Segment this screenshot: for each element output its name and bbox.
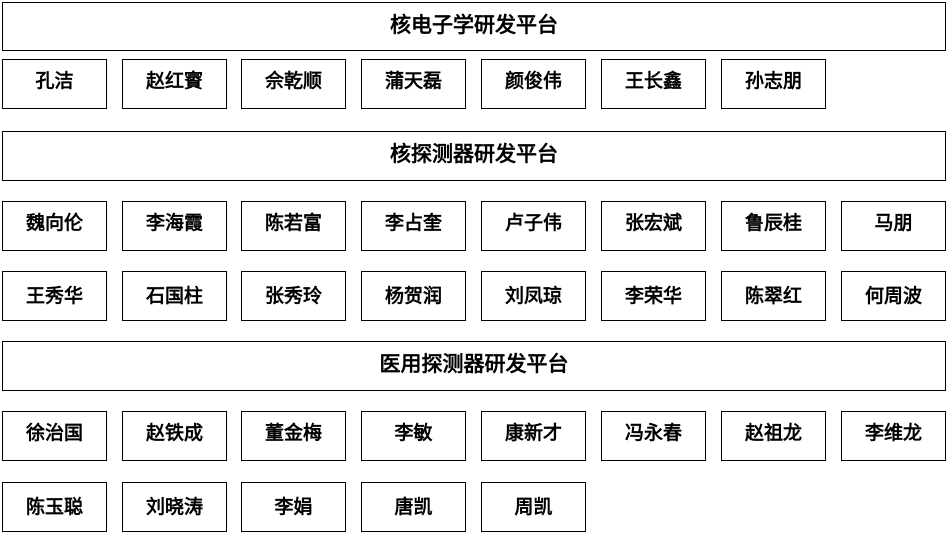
member-box: 张宏斌 — [601, 201, 706, 251]
member-box: 董金梅 — [241, 411, 346, 461]
member-box: 赵祖龙 — [721, 411, 826, 461]
member-box: 李荣华 — [601, 271, 706, 321]
group-title: 核电子学研发平台 — [2, 2, 946, 51]
member-box: 鲁辰桂 — [721, 201, 826, 251]
member-box: 王长鑫 — [601, 59, 706, 109]
member-box: 张秀玲 — [241, 271, 346, 321]
member-box: 何周波 — [841, 271, 946, 321]
member-box: 陈玉聪 — [2, 482, 107, 532]
member-box: 李娟 — [241, 482, 346, 532]
member-box: 马朋 — [841, 201, 946, 251]
member-box: 卢子伟 — [481, 201, 586, 251]
member-box: 佘乾顺 — [241, 59, 346, 109]
member-box: 周凯 — [481, 482, 586, 532]
member-box: 刘凤琼 — [481, 271, 586, 321]
member-box: 陈若富 — [241, 201, 346, 251]
member-box: 赵红賨 — [122, 59, 227, 109]
member-box: 赵铁成 — [122, 411, 227, 461]
member-box: 石国柱 — [122, 271, 227, 321]
member-box: 李海霞 — [122, 201, 227, 251]
member-box: 徐治国 — [2, 411, 107, 461]
member-box: 康新才 — [481, 411, 586, 461]
member-box: 刘晓涛 — [122, 482, 227, 532]
member-box: 唐凯 — [361, 482, 466, 532]
member-box: 孔洁 — [2, 59, 107, 109]
member-box: 李敏 — [361, 411, 466, 461]
member-box: 王秀华 — [2, 271, 107, 321]
member-box: 冯永春 — [601, 411, 706, 461]
member-box: 杨贺润 — [361, 271, 466, 321]
group-title: 核探测器研发平台 — [2, 131, 946, 181]
member-box: 蒲天磊 — [361, 59, 466, 109]
member-box: 魏向伦 — [2, 201, 107, 251]
member-box: 李占奎 — [361, 201, 466, 251]
group-title: 医用探测器研发平台 — [2, 341, 946, 391]
member-box: 陈翠红 — [721, 271, 826, 321]
member-box: 孙志朋 — [721, 59, 826, 109]
member-box: 颜俊伟 — [481, 59, 586, 109]
member-box: 李维龙 — [841, 411, 946, 461]
